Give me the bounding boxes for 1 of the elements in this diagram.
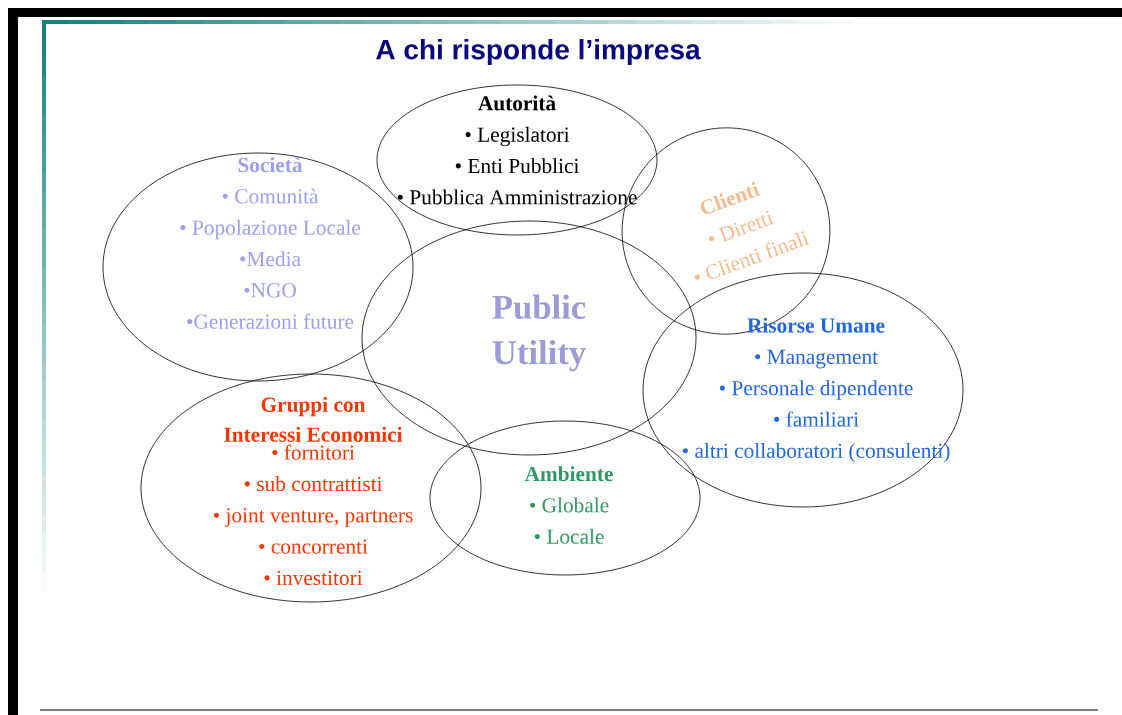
title: A chi risponde l’impresa	[376, 38, 701, 66]
